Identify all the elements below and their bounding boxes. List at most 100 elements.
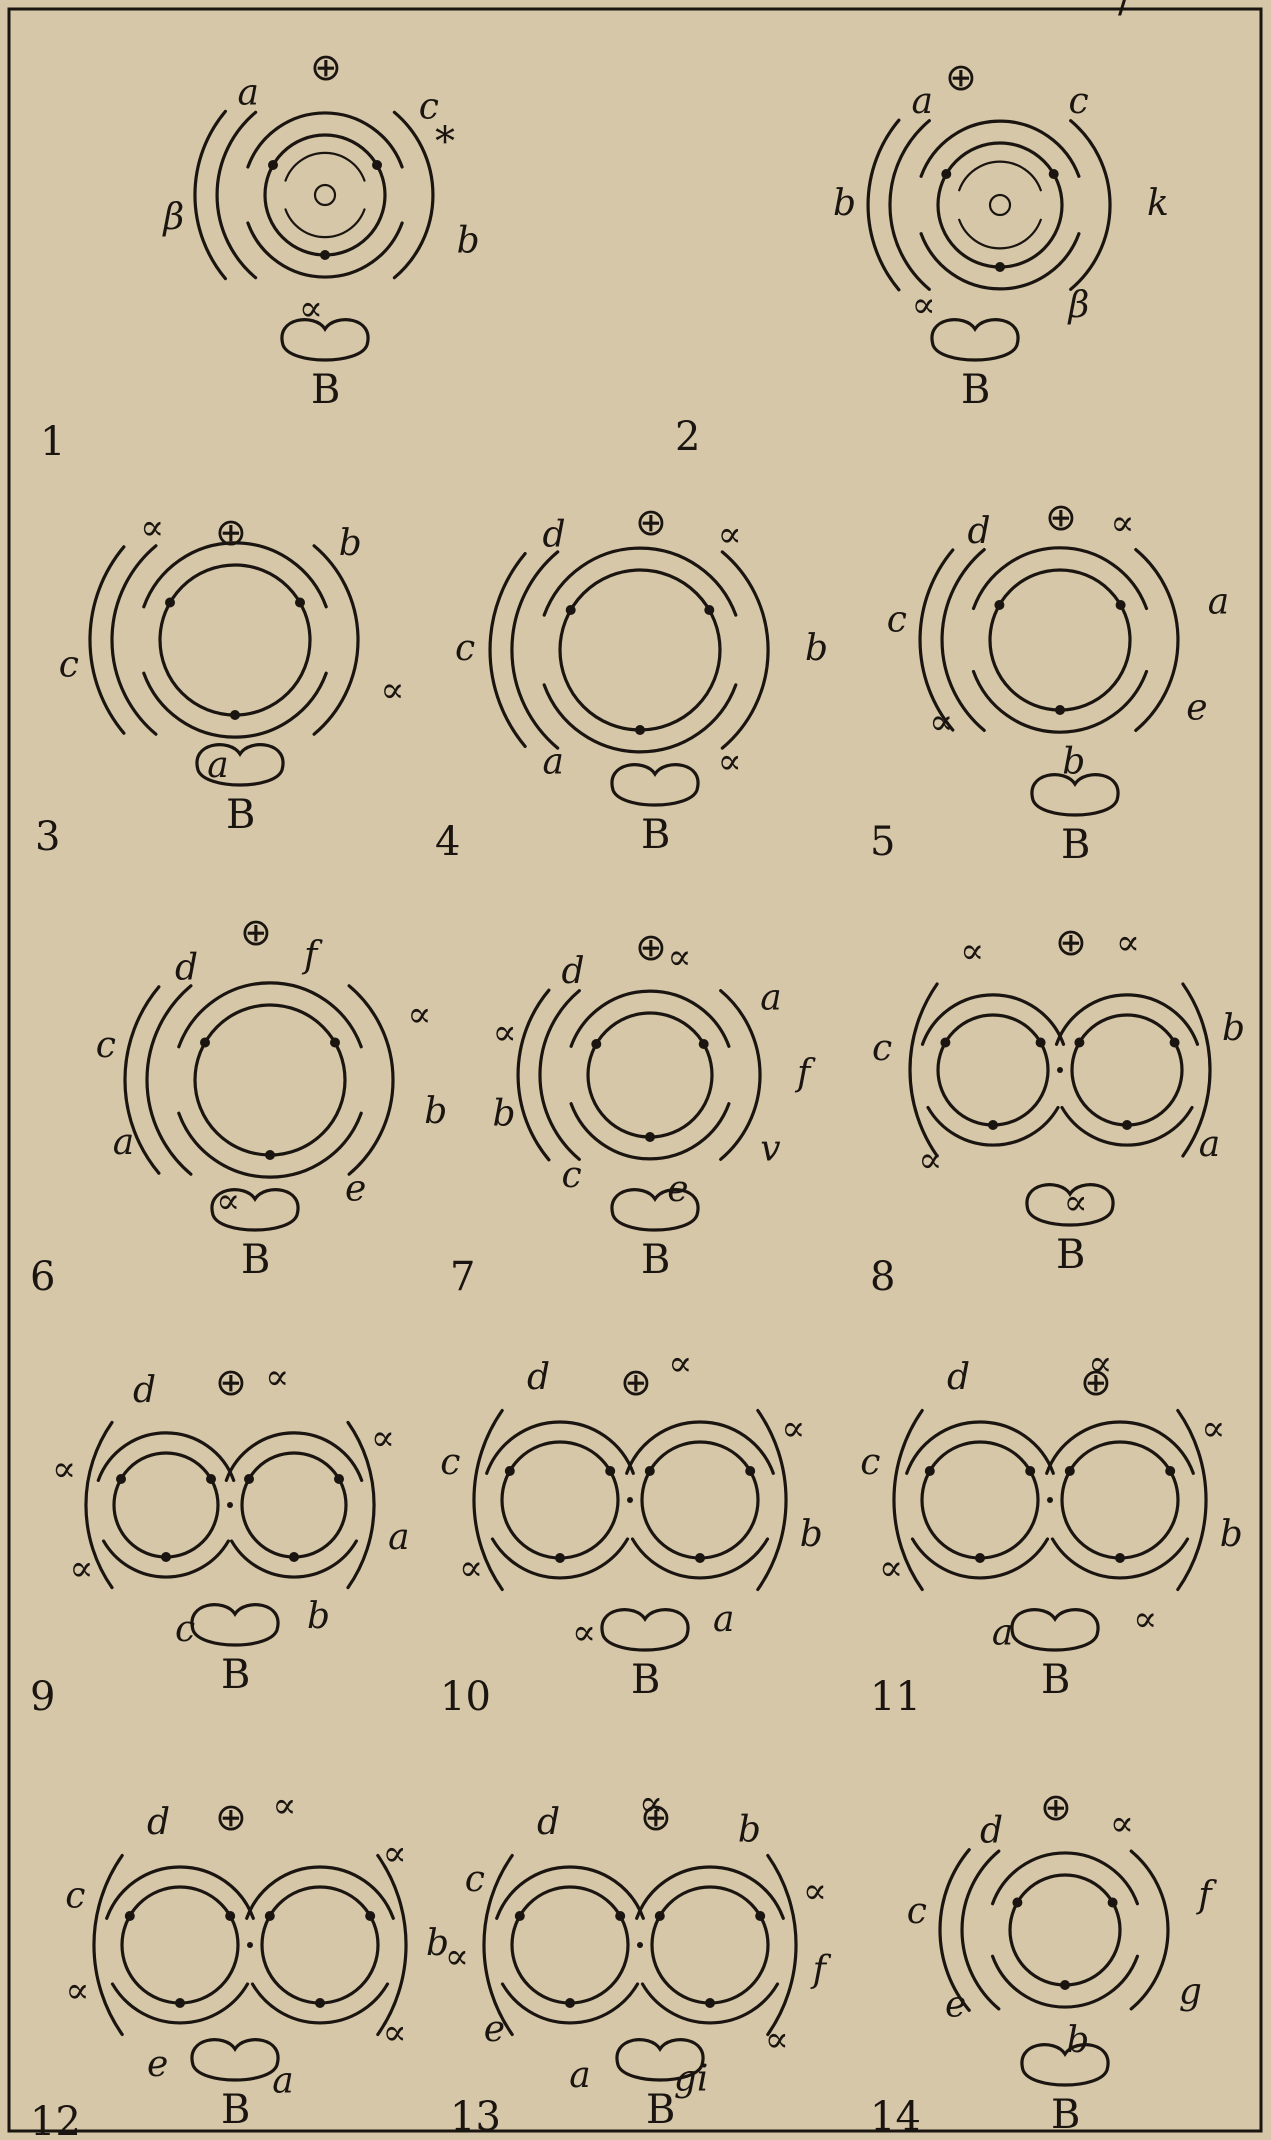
figure-label: a [569, 2055, 590, 2096]
figure-label: f [810, 1949, 832, 1990]
figure-label: a [113, 1122, 134, 1163]
figure-number: 3 [35, 814, 60, 860]
whorl-arc [571, 1104, 729, 1159]
whorl-arc [195, 111, 225, 278]
whorl-arc [974, 672, 1147, 733]
whorl-arc [107, 1867, 254, 1918]
thorn-mark [615, 1911, 625, 1921]
figure-label: d [175, 948, 198, 989]
axis-symbol: ⊕ [1055, 920, 1087, 964]
thorn-mark [295, 598, 305, 608]
figure-label: ∝ [879, 1548, 903, 1589]
thorn-mark [704, 605, 714, 615]
figure-label: c [65, 1875, 85, 1916]
bract-shape [932, 320, 1018, 360]
thorn-mark [330, 1038, 340, 1048]
thorn-mark [699, 1039, 709, 1049]
thorn-mark [988, 1120, 998, 1130]
figure-label: e [147, 2044, 168, 2085]
figure-label: ∝ [1110, 1803, 1134, 1844]
whorl-arc [518, 990, 549, 1160]
thorn-mark [645, 1132, 655, 1142]
figure-label: b [1222, 1008, 1245, 1049]
figure-label: ∝ [383, 2013, 407, 2054]
figure-label: b [738, 1809, 761, 1850]
figure-label: ∝ [216, 1181, 240, 1222]
thorn-mark [1170, 1038, 1180, 1048]
figure-label: ∝ [781, 1408, 805, 1449]
figure-label: ∝ [407, 994, 431, 1035]
thorn-mark [1074, 1038, 1084, 1048]
whorl-arc [98, 1433, 233, 1480]
figure-label: b [424, 1091, 447, 1132]
figure-label: d [537, 1802, 560, 1843]
axis-symbol: ⊕ [215, 1360, 247, 1404]
figure-label: a [912, 81, 933, 122]
figure-label: ∝ [639, 1784, 663, 1825]
figure-label: ∝ [1110, 503, 1134, 544]
figure-1: B⊕1acb∝β* [40, 45, 480, 465]
bract-shape [1012, 1610, 1098, 1650]
figure-label: ∝ [69, 1548, 93, 1589]
thorn-mark [1012, 1898, 1022, 1908]
thorn-mark [289, 1552, 299, 1562]
center-dot [315, 185, 335, 205]
figure-label: ∝ [960, 931, 984, 972]
figure-number: 4 [435, 819, 460, 865]
thorn-mark [320, 250, 330, 260]
thorn-mark [1065, 1466, 1075, 1476]
thorn-mark [244, 1474, 254, 1484]
thorn-mark [1025, 1466, 1035, 1476]
thorn-mark [1060, 1980, 1070, 1990]
figure-label: ∝ [380, 670, 404, 711]
thorn-mark [591, 1039, 601, 1049]
figure-label: c [907, 1891, 927, 1932]
figure-label: c [872, 1028, 892, 1069]
bract-shape [192, 2040, 278, 2080]
bract-shape [602, 1610, 688, 1650]
figure-label: b [307, 1596, 330, 1637]
figure-label: ∝ [493, 1013, 517, 1054]
thorn-mark [705, 1998, 715, 2008]
whorl-arc [1071, 121, 1110, 290]
whorl-arc [1131, 1851, 1168, 2009]
whorl-arc [94, 1856, 122, 2035]
figure-label: ∝ [1064, 1183, 1088, 1224]
figure-number: 1 [40, 419, 65, 465]
thorn-mark [605, 1466, 615, 1476]
axis-symbol: ⊕ [240, 910, 272, 954]
flower-circle [502, 1442, 618, 1558]
whorl-arc [923, 995, 1064, 1044]
figure-label: b [339, 523, 362, 564]
axis-symbol: ⊕ [635, 500, 667, 544]
figure-label: ∝ [918, 1140, 942, 1181]
figure-11: B⊕11d∝∝b∝a∝c [860, 1343, 1242, 1720]
figure-label: a [713, 1599, 734, 1640]
figure-label: f [301, 935, 323, 976]
figure-label: ∝ [272, 1786, 296, 1827]
thorn-mark [265, 1911, 275, 1921]
axis-symbol: ⊕ [635, 925, 667, 969]
figure-label: e [945, 1985, 966, 2026]
figure-label: d [562, 951, 585, 992]
figure-label: c [59, 645, 79, 686]
figure-label: b [800, 1514, 823, 1555]
thorn-mark [1055, 705, 1065, 715]
thorn-mark [1122, 1120, 1132, 1130]
thorn-mark [635, 725, 645, 735]
whorl-arc [484, 1856, 512, 2035]
flower-circle [588, 1013, 712, 1137]
thorn-mark [566, 605, 576, 615]
whorl-arc [90, 547, 124, 733]
figure-label: ∝ [1201, 1408, 1225, 1449]
figure-10: B⊕10d∝∝ba∝∝c [440, 1343, 823, 1720]
inner-arc [286, 209, 365, 237]
figure-label: a [207, 745, 228, 786]
bract-label: B [1061, 822, 1090, 868]
bract-shape [282, 320, 368, 360]
figure-label: c [860, 1442, 880, 1483]
figure-number: 6 [30, 1254, 55, 1300]
thorn-mark [161, 1552, 171, 1562]
figure-label: d [947, 1357, 970, 1398]
